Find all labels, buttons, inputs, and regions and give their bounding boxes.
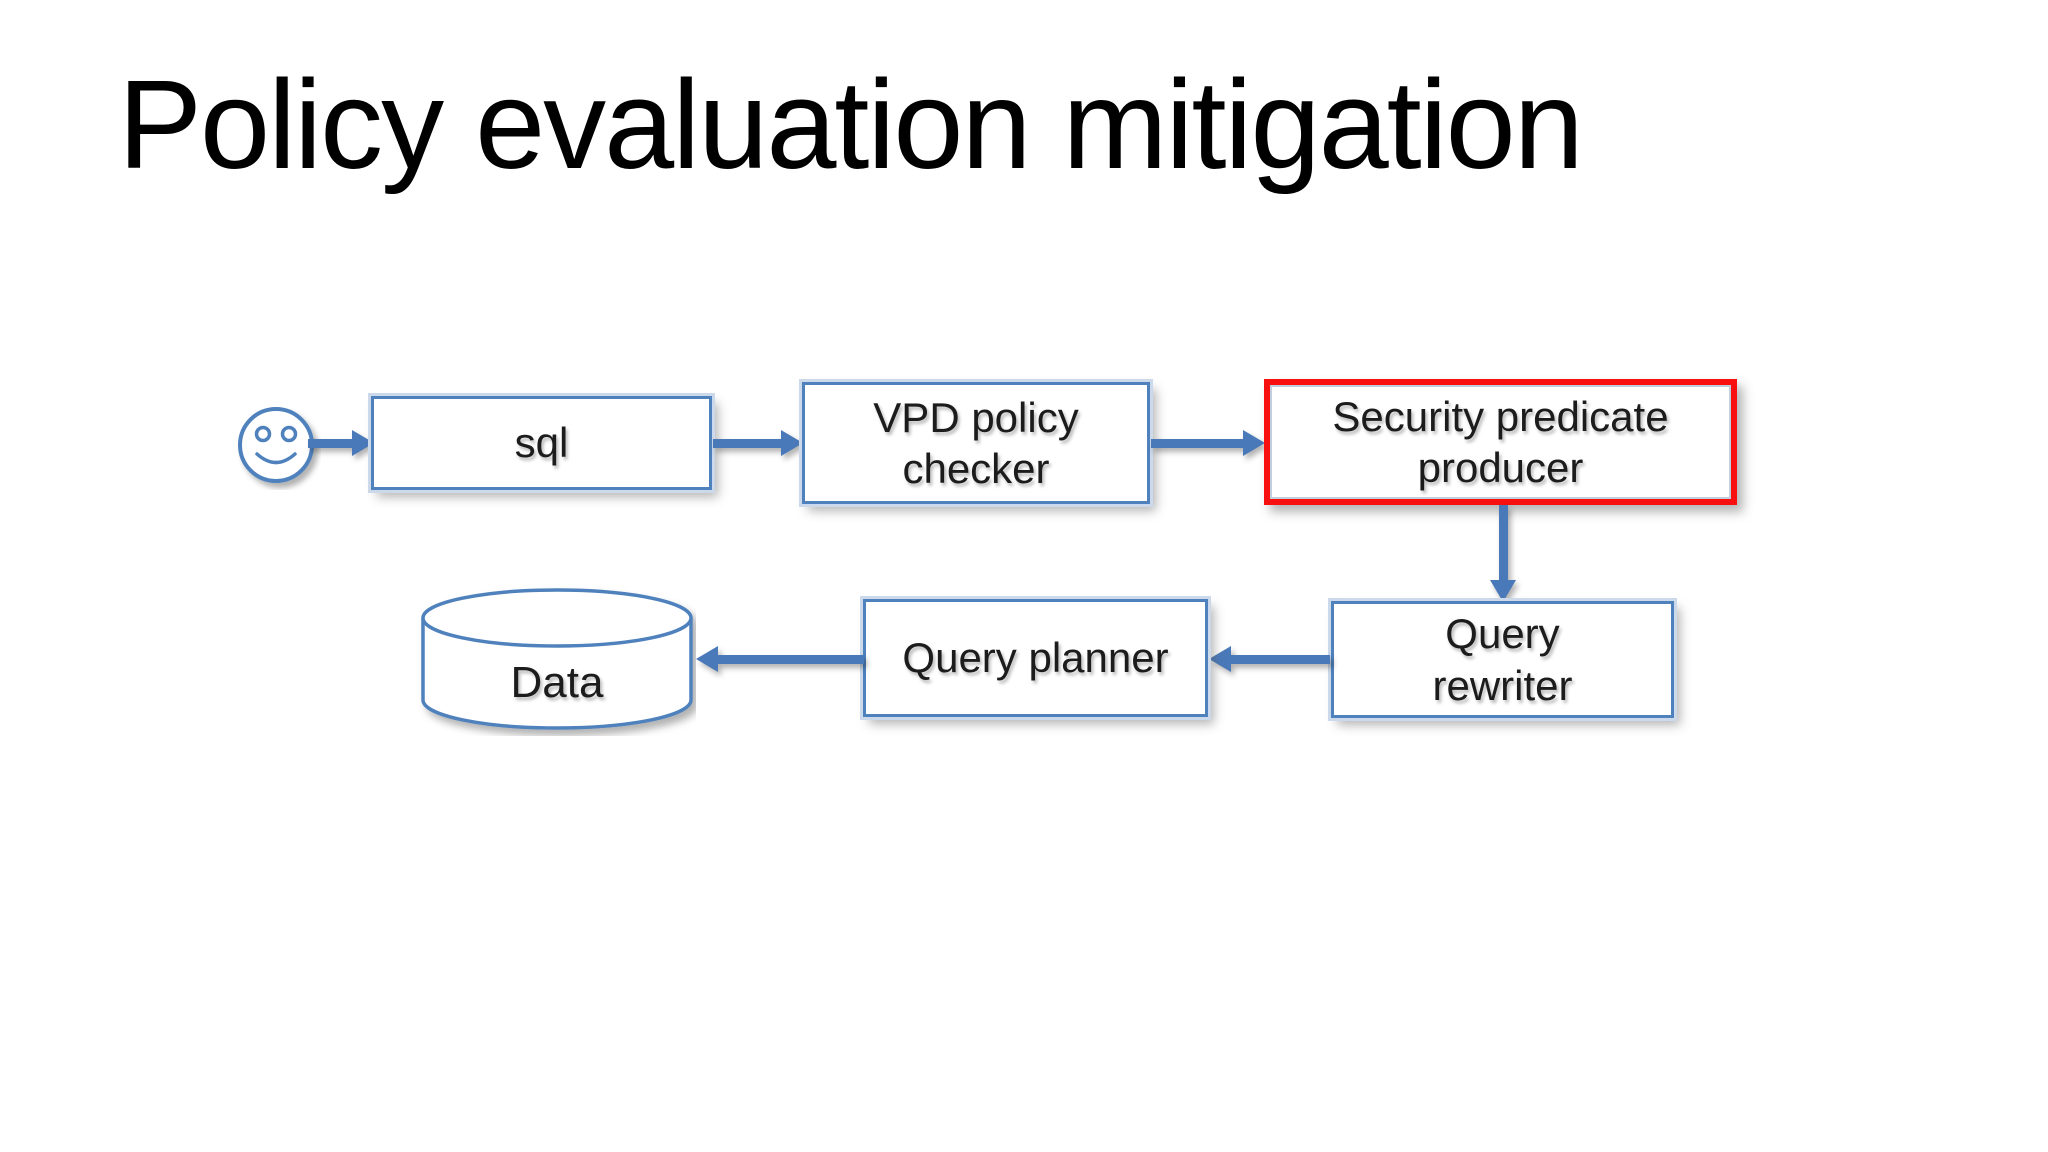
arrow-query-planner-to-data (696, 646, 864, 672)
node-query-planner-label: Query planner (902, 634, 1169, 682)
node-data-label: Data (510, 658, 604, 707)
node-security-predicate-producer-label: Security predicate producer (1332, 392, 1669, 491)
arrow-security-predicate-to-query-rewriter (1489, 505, 1517, 602)
node-vpd-policy-checker-label: VPD policy checker (873, 393, 1079, 492)
node-security-predicate-producer: Security predicate producer (1264, 379, 1737, 505)
node-sql-label: sql (514, 419, 569, 467)
node-data-cylinder: Data (418, 586, 696, 736)
node-sql: sql (371, 396, 712, 490)
node-query-rewriter-label: Query rewriter (1432, 610, 1573, 709)
page-title: Policy evaluation mitigation (118, 54, 1584, 195)
node-query-rewriter: Query rewriter (1331, 601, 1674, 718)
arrow-user-to-sql (308, 430, 374, 456)
arrow-sql-to-vpd-checker (713, 430, 803, 456)
arrow-vpd-checker-to-security-predicate (1151, 430, 1265, 456)
arrow-query-rewriter-to-query-planner (1209, 646, 1330, 672)
node-query-planner: Query planner (863, 599, 1208, 717)
node-vpd-policy-checker: VPD policy checker (802, 382, 1150, 504)
